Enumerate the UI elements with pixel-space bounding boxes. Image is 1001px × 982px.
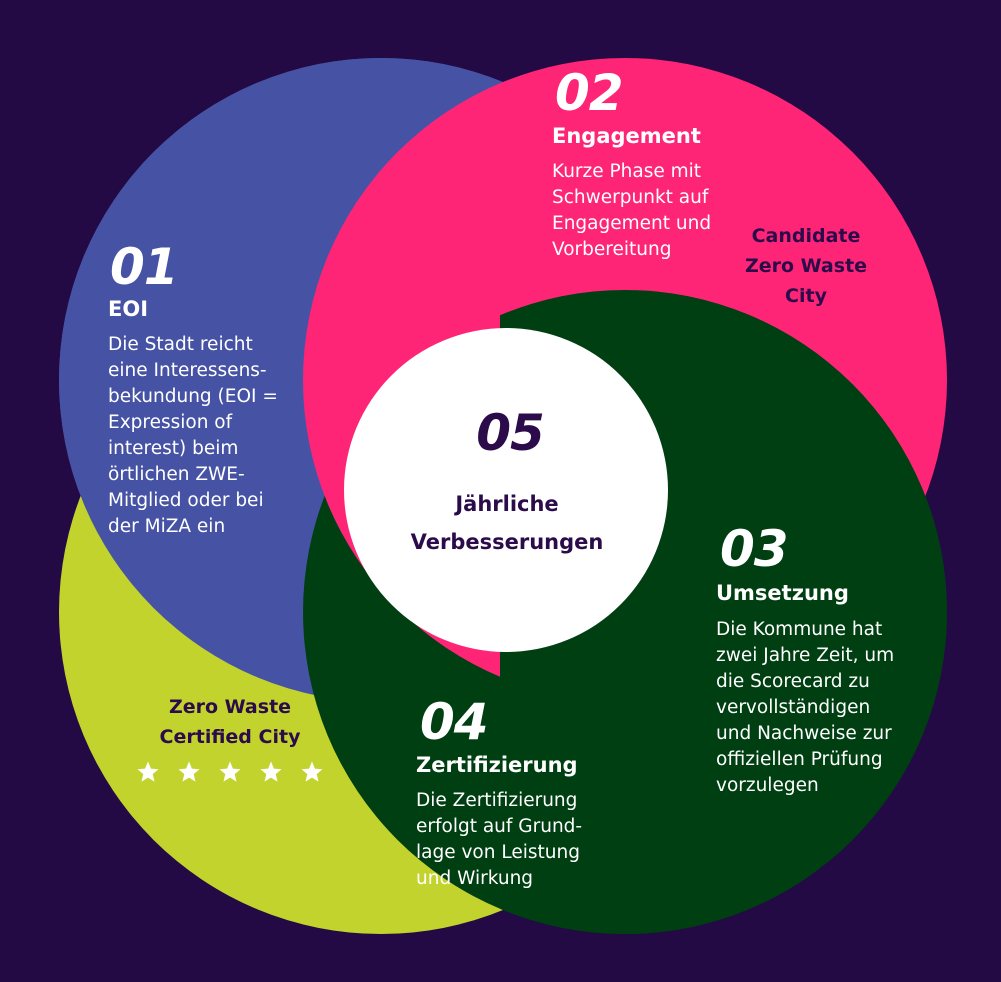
- step-04-title: Zertifizierung: [416, 753, 578, 777]
- step-01-number: 01: [110, 238, 179, 296]
- star-icon: [178, 761, 200, 782]
- star-icon: [219, 761, 241, 782]
- star-icon: [301, 761, 323, 782]
- step-02-number: 02: [555, 64, 624, 122]
- step-01-title: EOI: [108, 297, 149, 321]
- step-03-number: 03: [720, 520, 789, 578]
- step-05-title: Jährliche Verbesserungen: [410, 492, 604, 554]
- star-icon: [137, 761, 159, 782]
- step-05-number: 05: [476, 404, 545, 462]
- step-04-description: Die Zertifizierung erfolgt auf Grund- la…: [416, 790, 583, 889]
- certified-badge: Zero Waste Certified City: [159, 696, 301, 748]
- candidate-badge: Candidate Zero Waste City: [744, 225, 868, 307]
- step-03-title: Umsetzung: [716, 581, 849, 605]
- star-icon: [260, 761, 282, 782]
- step-02-title: Engagement: [552, 124, 701, 148]
- certified-stars: [136, 760, 324, 784]
- step-02-description: Kurze Phase mit Schwerpunkt auf Engageme…: [552, 161, 712, 260]
- step-01-description: Die Stadt reicht eine Interessens- bekun…: [108, 334, 278, 537]
- step-04-number: 04: [420, 693, 489, 751]
- step-05-center-circle: [344, 328, 668, 652]
- step-03-description: Die Kommune hat zwei Jahre Zeit, um die …: [716, 619, 895, 796]
